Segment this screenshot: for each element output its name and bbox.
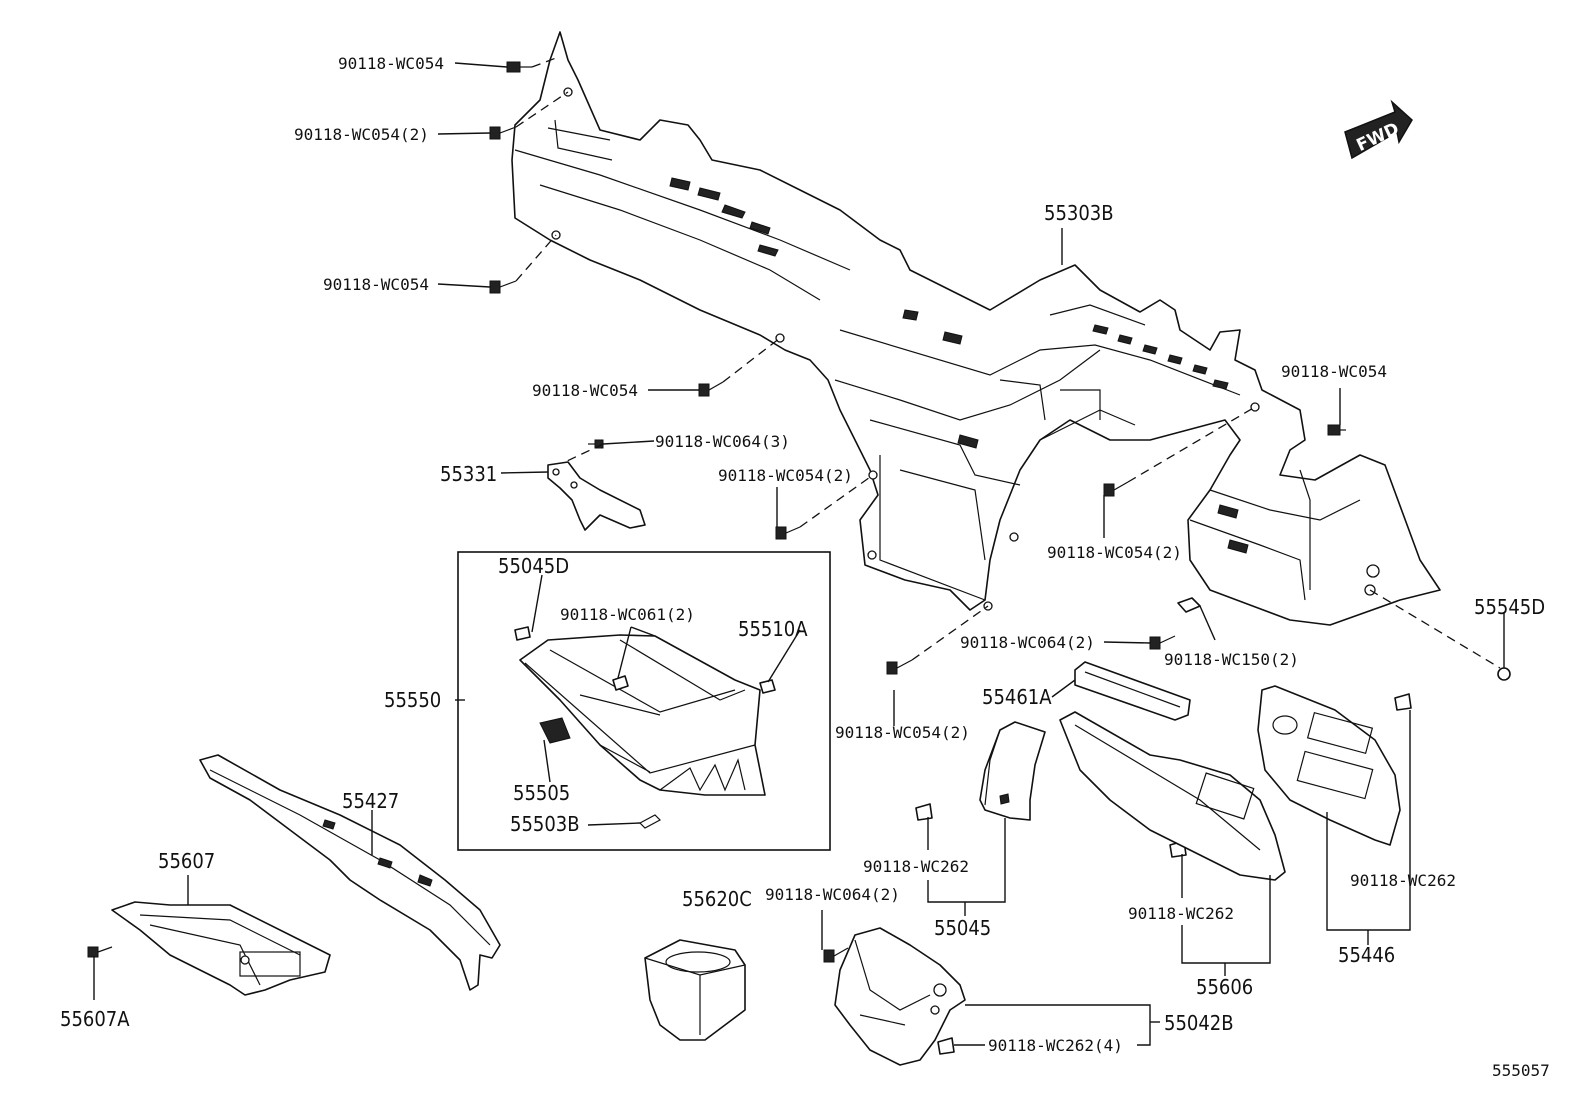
label-55503B: 55503B bbox=[510, 812, 580, 836]
label-90118-WC262: 90118-WC262 bbox=[1350, 871, 1456, 890]
label-55042B: 55042B bbox=[1164, 1011, 1234, 1035]
finish-panel-55427[interactable] bbox=[199, 754, 501, 991]
screw-icon[interactable] bbox=[698, 381, 724, 397]
label-55045D: 55045D bbox=[498, 554, 569, 578]
label-90118-WC054-2: 90118-WC054(2) bbox=[294, 125, 429, 144]
label-55331: 55331 bbox=[440, 462, 497, 486]
screw-icon[interactable] bbox=[489, 126, 517, 140]
clip-icon[interactable] bbox=[1394, 693, 1412, 711]
screw-icon[interactable] bbox=[1327, 424, 1346, 436]
label-90118-WC064-2: 90118-WC064(2) bbox=[765, 885, 900, 904]
label-90118-WC054: 90118-WC054 bbox=[323, 275, 429, 294]
clip-icon[interactable] bbox=[1177, 597, 1201, 613]
label-55045: 55045 bbox=[934, 916, 991, 940]
lower-panel-55607[interactable] bbox=[111, 901, 331, 996]
label-90118-WC262: 90118-WC262 bbox=[1128, 904, 1234, 923]
cup-holder-55620C[interactable] bbox=[644, 939, 746, 1041]
screw-icon[interactable] bbox=[1103, 481, 1129, 497]
bracket-55331[interactable] bbox=[547, 461, 646, 531]
glove-box-55550[interactable] bbox=[514, 626, 776, 829]
lower-finish-panel-55606[interactable] bbox=[1059, 711, 1286, 881]
label-90118-WC054: 90118-WC054 bbox=[338, 54, 444, 73]
label-55446: 55446 bbox=[1338, 943, 1395, 967]
label-55607: 55607 bbox=[158, 849, 215, 873]
screw-icon[interactable] bbox=[489, 280, 517, 294]
label-55510A: 55510A bbox=[738, 617, 808, 641]
label-55461A: 55461A bbox=[982, 685, 1052, 709]
screw-icon[interactable] bbox=[775, 526, 801, 540]
grommet-icon[interactable] bbox=[1497, 667, 1511, 681]
label-90118-WC054-2: 90118-WC054(2) bbox=[835, 723, 970, 742]
label-90118-WC054-2: 90118-WC054(2) bbox=[1047, 543, 1182, 562]
instrument-panel-frame[interactable] bbox=[511, 31, 1441, 626]
diagram-id: 555057 bbox=[1492, 1061, 1550, 1080]
label-55505: 55505 bbox=[513, 781, 570, 805]
right-panel-55446[interactable] bbox=[1257, 685, 1401, 846]
label-90118-WC150-2: 90118-WC150(2) bbox=[1164, 650, 1299, 669]
side-panel-55045[interactable] bbox=[979, 721, 1046, 821]
fwd-arrow-icon: FWD bbox=[1344, 99, 1413, 160]
label-90118-WC064-3: 90118-WC064(3) bbox=[655, 432, 790, 451]
clip-icon[interactable] bbox=[937, 1037, 955, 1055]
label-90118-WC054: 90118-WC054 bbox=[532, 381, 638, 400]
screw-icon[interactable] bbox=[588, 439, 604, 449]
label-90118-WC054: 90118-WC054 bbox=[1281, 362, 1387, 381]
screw-icon[interactable] bbox=[886, 659, 913, 675]
label-55606: 55606 bbox=[1196, 975, 1253, 999]
glove-box-group-frame bbox=[457, 551, 831, 851]
label-55303B: 55303B bbox=[1044, 201, 1114, 225]
lower-bracket-55042B[interactable] bbox=[834, 927, 966, 1066]
label-90118-WC262: 90118-WC262 bbox=[863, 857, 969, 876]
screw-icon[interactable] bbox=[823, 947, 849, 963]
label-90118-WC064-2: 90118-WC064(2) bbox=[960, 633, 1095, 652]
trim-strip-55461A[interactable] bbox=[1074, 661, 1191, 721]
label-55620C: 55620C bbox=[682, 887, 752, 911]
label-55427: 55427 bbox=[342, 789, 399, 813]
label-55607A: 55607A bbox=[60, 1007, 130, 1031]
screw-icon[interactable] bbox=[87, 946, 113, 958]
clip-icon[interactable] bbox=[915, 803, 933, 821]
screw-icon[interactable] bbox=[1149, 635, 1176, 650]
label-90118-WC262-4: 90118-WC262(4) bbox=[988, 1036, 1123, 1055]
label-90118-WC054-2: 90118-WC054(2) bbox=[718, 466, 853, 485]
label-55545D: 55545D bbox=[1474, 595, 1545, 619]
label-55550: 55550 bbox=[384, 688, 441, 712]
screw-icon[interactable] bbox=[506, 61, 532, 73]
label-90118-WC061-2: 90118-WC061(2) bbox=[560, 605, 695, 624]
